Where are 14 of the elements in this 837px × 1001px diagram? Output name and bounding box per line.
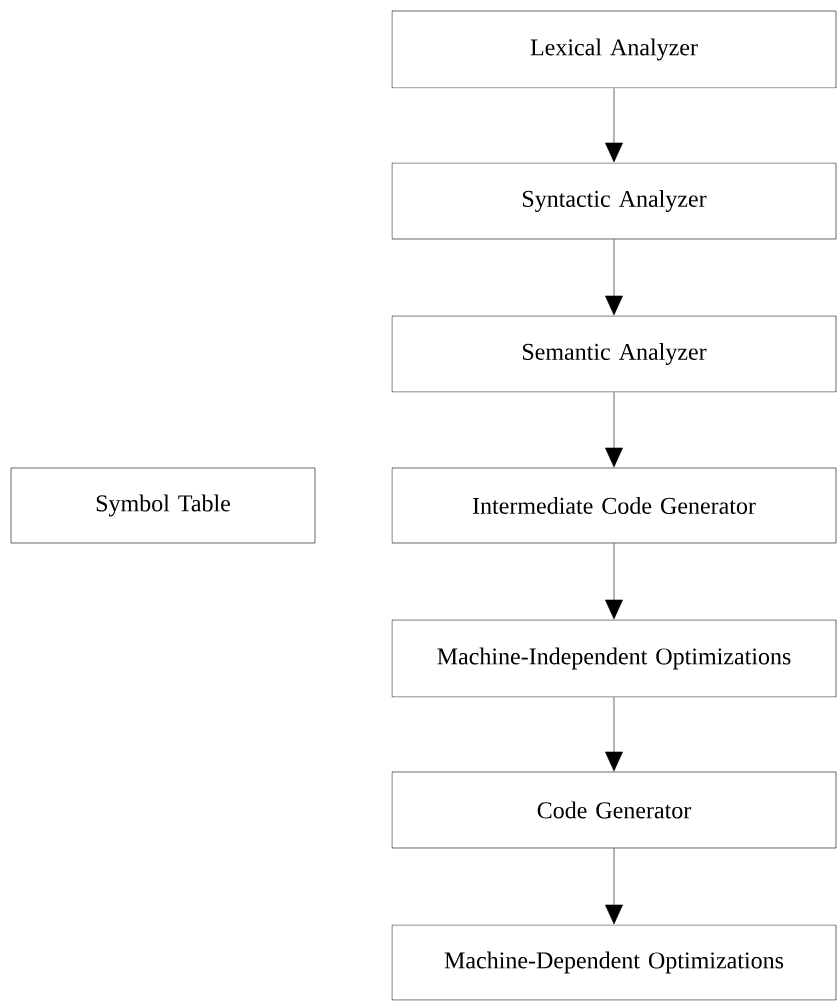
process-box: Machine-Independent Optimizations (391, 619, 837, 698)
process-box: Semantic Analyzer (391, 315, 837, 393)
arrow (605, 543, 623, 620)
process-box: Machine-Dependent Optimizations (391, 924, 837, 1001)
process-box: Lexical Analyzer (391, 10, 837, 89)
process-box: Symbol Table (10, 467, 316, 544)
arrow (605, 88, 623, 163)
arrow (605, 697, 623, 772)
process-box: Intermediate Code Generator (391, 467, 837, 544)
arrow (605, 239, 623, 316)
arrow (605, 848, 623, 925)
process-box: Syntactic Analyzer (391, 162, 837, 240)
arrow (605, 392, 623, 468)
process-box: Code Generator (391, 771, 837, 849)
